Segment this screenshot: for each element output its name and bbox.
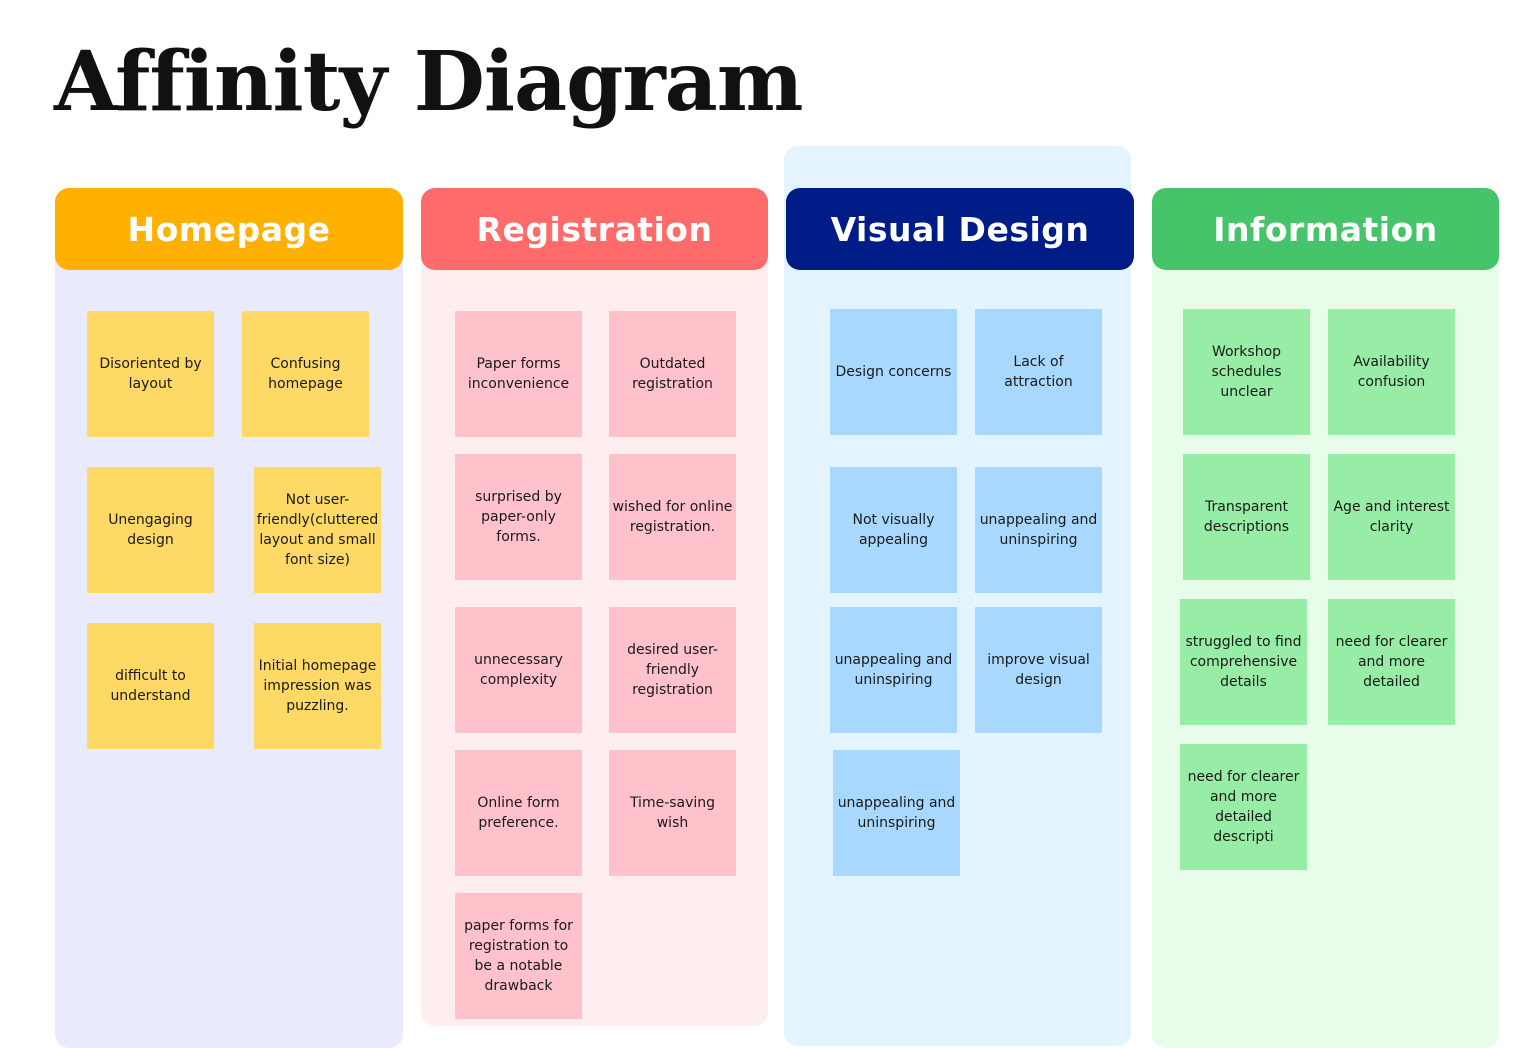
sticky-note[interactable]: Age and interest clarity [1328, 454, 1455, 580]
sticky-note[interactable]: Time-saving wish [609, 750, 736, 876]
sticky-note[interactable]: paper forms for registration to be a not… [455, 893, 582, 1019]
sticky-note[interactable]: Not visually appealing [830, 467, 957, 593]
sticky-note[interactable]: wished for online registration. [609, 454, 736, 580]
sticky-note[interactable]: desired user-friendly registration [609, 607, 736, 733]
sticky-note[interactable]: need for clearer and more detailed descr… [1180, 744, 1307, 870]
sticky-note[interactable]: unappealing and uninspiring [830, 607, 957, 733]
sticky-note[interactable]: Paper forms inconvenience [455, 311, 582, 437]
column-header-information[interactable]: Information [1152, 188, 1499, 270]
sticky-note[interactable]: Transparent descriptions [1183, 454, 1310, 580]
sticky-note[interactable]: Confusing homepage [242, 311, 369, 437]
sticky-note[interactable]: Workshop schedules unclear [1183, 309, 1310, 435]
column-header-label: Registration [476, 209, 713, 249]
column-header-visual-design[interactable]: Visual Design [786, 188, 1134, 270]
sticky-note[interactable]: difficult to understand [87, 623, 214, 749]
sticky-note[interactable]: improve visual design [975, 607, 1102, 733]
sticky-note[interactable]: Outdated registration [609, 311, 736, 437]
sticky-note[interactable]: struggled to find comprehensive details [1180, 599, 1307, 725]
sticky-note[interactable]: Availability confusion [1328, 309, 1455, 435]
sticky-note[interactable]: unnecessary complexity [455, 607, 582, 733]
column-header-registration[interactable]: Registration [421, 188, 768, 270]
column-header-homepage[interactable]: Homepage [55, 188, 403, 270]
sticky-note[interactable]: Not user-friendly(cluttered layout and s… [254, 467, 381, 593]
sticky-note[interactable]: Unengaging design [87, 467, 214, 593]
sticky-note[interactable]: unappealing and uninspiring [833, 750, 960, 876]
column-visual-design-bg [784, 146, 1131, 1046]
sticky-note[interactable]: Initial homepage impression was puzzling… [254, 623, 381, 749]
sticky-note[interactable]: Disoriented by layout [87, 311, 214, 437]
sticky-note[interactable]: Design concerns [830, 309, 957, 435]
sticky-note[interactable]: surprised by paper-only forms. [455, 454, 582, 580]
sticky-note[interactable]: unappealing and uninspiring [975, 467, 1102, 593]
page-title: Affinity Diagram [54, 34, 804, 130]
sticky-note[interactable]: Lack of attraction [975, 309, 1102, 435]
sticky-note[interactable]: need for clearer and more detailed [1328, 599, 1455, 725]
column-header-label: Visual Design [830, 209, 1090, 249]
column-header-label: Information [1213, 209, 1438, 249]
column-header-label: Homepage [127, 209, 331, 249]
sticky-note[interactable]: Online form preference. [455, 750, 582, 876]
